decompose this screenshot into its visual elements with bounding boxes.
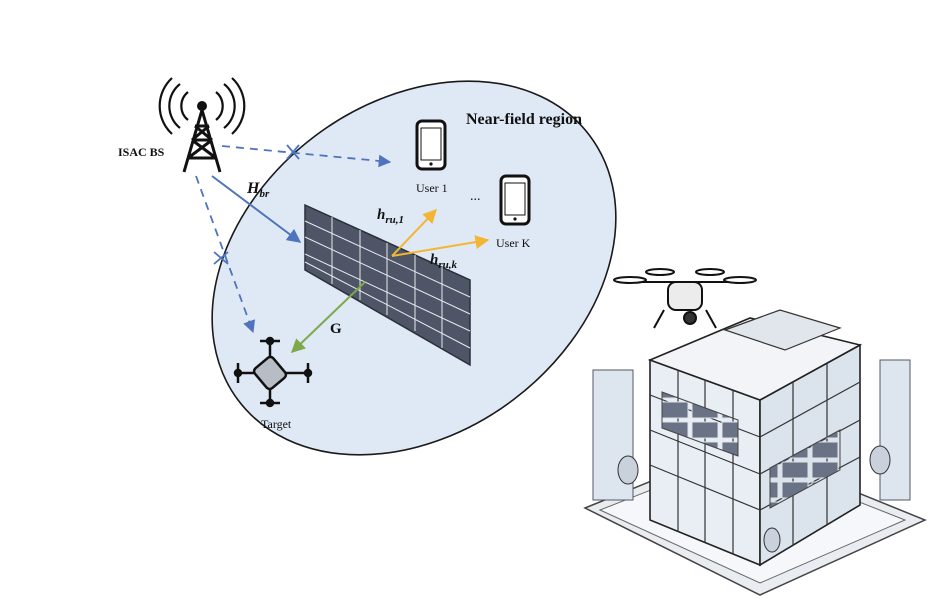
channel-g-label: G — [330, 321, 342, 337]
phone-icon — [499, 174, 531, 226]
target-label: Target — [261, 417, 292, 431]
blocked-link-bs-user — [221, 145, 392, 168]
user1-label: User 1 — [416, 181, 448, 195]
region-label: Near-field region — [466, 111, 582, 128]
block-x-icon — [286, 144, 300, 160]
channel-hruk-label: hru,k — [430, 252, 457, 271]
channel-hru1-label: hru,1 — [377, 207, 404, 226]
channel-g-arrow — [290, 281, 366, 353]
drone-icon — [233, 336, 313, 408]
block-x-icon — [213, 251, 229, 265]
channel-hbr-arrow — [211, 175, 302, 243]
channel-hru1-arrow — [391, 208, 437, 257]
bs-tower-icon — [158, 77, 246, 173]
bs-label: ISAC BS — [118, 145, 165, 159]
phone-icon — [415, 119, 447, 171]
userk-label: User K — [496, 236, 531, 250]
channel-hruk-arrow — [391, 235, 490, 257]
ris-panel — [304, 203, 471, 367]
channel-hbr-label: Hbr — [246, 180, 270, 200]
building-illustration — [583, 268, 927, 596]
ellipsis-label: ... — [470, 189, 481, 204]
